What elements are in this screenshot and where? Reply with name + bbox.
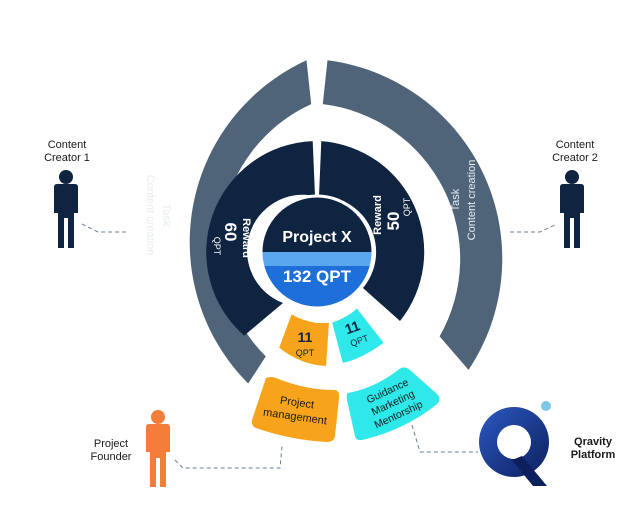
connectors — [81, 223, 558, 469]
qravity-logo-icon — [479, 401, 551, 486]
small-reward-orange — [277, 312, 331, 368]
svg-text:11: 11 — [298, 329, 313, 345]
svg-text:QPT: QPT — [212, 237, 222, 256]
svg-text:60: 60 — [221, 223, 240, 242]
svg-text:Project: Project — [279, 395, 315, 412]
task-right-text: Task Content creation — [450, 160, 478, 241]
reward-arc-right — [319, 141, 425, 321]
svg-text:Reward: Reward — [372, 195, 384, 235]
label-content-creator-1: Content Creator 1 — [44, 139, 90, 164]
task-left-text: Task Content creation — [144, 175, 172, 256]
svg-text:Content creation: Content creation — [466, 160, 478, 241]
small-reward-orange-text: 11 QPT — [296, 329, 315, 358]
person-icon-creator2 — [560, 170, 584, 248]
svg-text:QPT: QPT — [296, 348, 315, 358]
connector-creator1 — [81, 223, 126, 233]
svg-text:Reward: Reward — [240, 218, 252, 258]
svg-text:QPT: QPT — [402, 197, 412, 216]
person-icon-creator1 — [54, 170, 78, 248]
svg-text:Content creation: Content creation — [144, 175, 156, 256]
svg-text:Task: Task — [450, 188, 462, 211]
reward-arc-left — [206, 141, 315, 336]
connector-platform — [411, 424, 478, 453]
task-arc-right — [322, 60, 503, 370]
svg-text:Task: Task — [160, 204, 172, 227]
person-icon-founder — [146, 410, 170, 487]
project-management-shape — [251, 377, 340, 442]
svg-text:50: 50 — [384, 212, 403, 231]
label-qravity-platform: Qravity Platform — [570, 436, 616, 461]
platform-services-shape — [346, 367, 440, 441]
connector-creator2 — [510, 223, 558, 233]
label-content-creator-2: Content Creator 2 — [552, 139, 598, 164]
label-project-founder: Project Founder — [90, 438, 132, 463]
small-reward-cyan — [330, 306, 386, 365]
svg-text:11: 11 — [343, 317, 363, 337]
connector-founder — [174, 445, 283, 469]
center-title: Project X — [282, 229, 352, 246]
reward-left-text: Reward 60 QPT — [212, 218, 252, 258]
center-amount: 132 QPT — [283, 267, 352, 286]
reward-right-text: Reward 50 QPT — [372, 195, 412, 235]
